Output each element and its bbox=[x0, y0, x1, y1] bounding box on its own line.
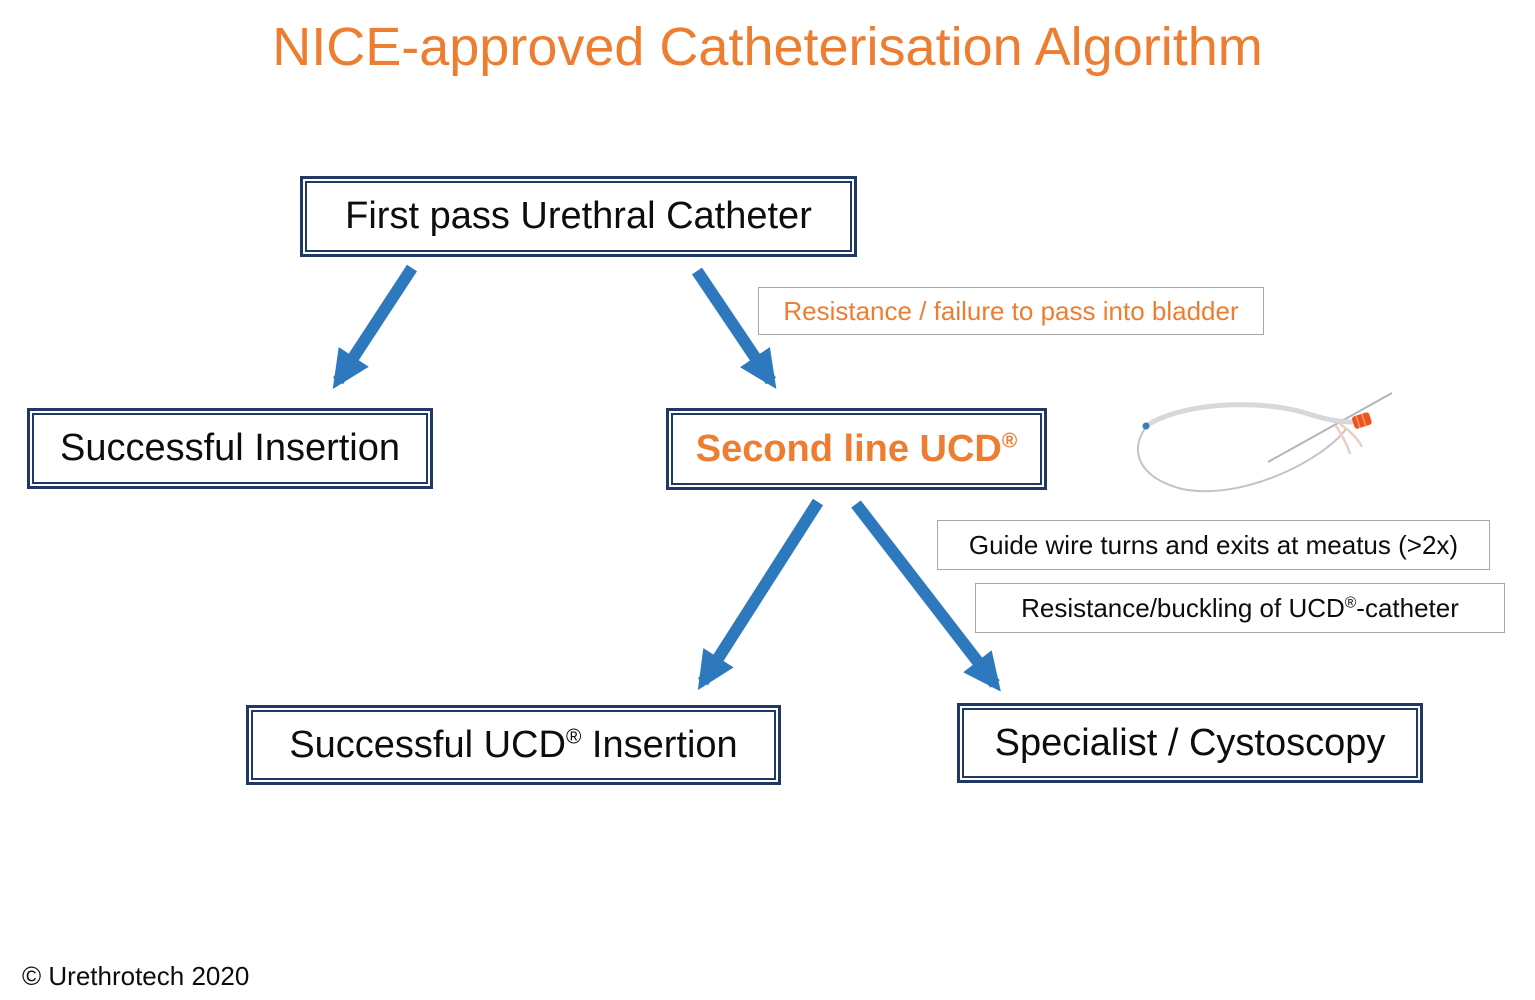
flow-node-successful-insertion: Successful Insertion bbox=[27, 408, 433, 489]
catheter-photo bbox=[1136, 392, 1393, 493]
catheter-tip-blue bbox=[1142, 422, 1150, 430]
catheter-loop bbox=[1136, 426, 1347, 493]
catheter-hub-orange bbox=[1352, 412, 1372, 429]
flow-node-second-line-ucd-label: Second line UCD® bbox=[695, 427, 1018, 470]
annotation-resistance-buckling-label: Resistance/buckling of UCD®-catheter bbox=[1021, 592, 1459, 623]
hub-stripe bbox=[1355, 415, 1361, 429]
flow-node-specialist-cystoscopy: Specialist / Cystoscopy bbox=[957, 703, 1423, 783]
guide-wire-line bbox=[1267, 392, 1393, 463]
annotation-resistance-to-bladder-label: Resistance / failure to pass into bladde… bbox=[783, 295, 1239, 326]
annotation-resistance-buckling: Resistance/buckling of UCD®-catheter bbox=[975, 583, 1505, 633]
flow-node-successful-insertion-label: Successful Insertion bbox=[59, 427, 401, 469]
flow-node-successful-ucd-insertion-label: Successful UCD® Insertion bbox=[289, 723, 738, 766]
annotation-resistance-to-bladder: Resistance / failure to pass into bladde… bbox=[758, 287, 1264, 335]
annotation-guide-wire-turns-label: Guide wire turns and exits at meatus (>2… bbox=[968, 529, 1459, 560]
annotation-guide-wire-turns: Guide wire turns and exits at meatus (>2… bbox=[937, 520, 1490, 570]
flow-node-first-pass: First pass Urethral Catheter bbox=[300, 176, 857, 257]
flow-node-successful-ucd-insertion: Successful UCD® Insertion bbox=[246, 705, 781, 785]
catheter-tube bbox=[1143, 402, 1355, 429]
flow-node-first-pass-label: First pass Urethral Catheter bbox=[345, 195, 812, 237]
footer-copyright: © Urethrotech 2020 bbox=[22, 961, 250, 991]
flow-node-specialist-cystoscopy-label: Specialist / Cystoscopy bbox=[994, 721, 1386, 764]
flow-node-second-line-ucd: Second line UCD® bbox=[666, 408, 1047, 490]
arrow-first-to-success bbox=[332, 264, 418, 390]
page-title: NICE-approved Catheterisation Algorithm bbox=[272, 17, 1263, 77]
catheter-balloon-port bbox=[1339, 422, 1364, 448]
catheter-drain-port bbox=[1334, 425, 1352, 455]
arrow-second-to-ucd-success bbox=[697, 498, 824, 691]
hub-stripe bbox=[1361, 413, 1367, 427]
